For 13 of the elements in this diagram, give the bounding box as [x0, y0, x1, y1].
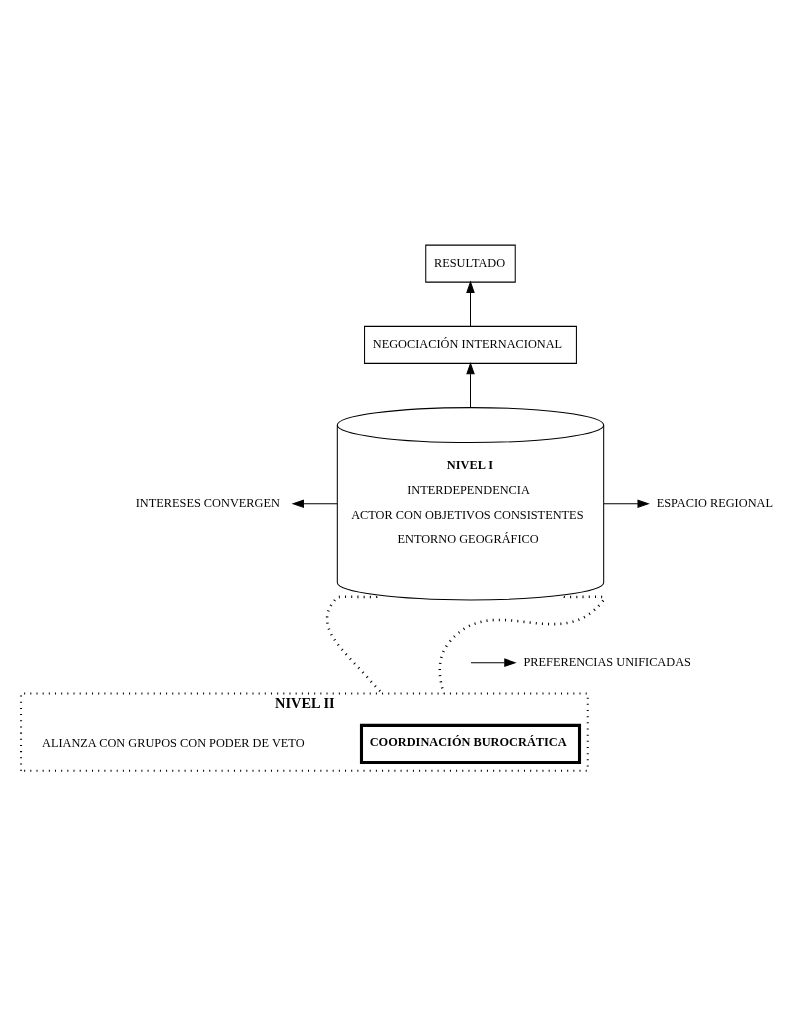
node-text: PREFERENCIAS UNIFICADAS: [523, 654, 691, 669]
node-box: COORDINACIÓN BUROCRÁTICA: [359, 723, 582, 764]
arrow: [291, 498, 338, 508]
arrow: [466, 361, 475, 408]
node-box: RESULTADO: [425, 244, 516, 283]
arrow: [603, 498, 650, 508]
arrow: [466, 280, 475, 327]
connector: [325, 594, 384, 694]
node-box: NEGOCIACIÓN INTERNACIONAL: [364, 325, 577, 364]
arrow: [470, 657, 517, 667]
node-text: INTERESES CONVERGEN: [135, 495, 280, 510]
connector: [438, 594, 606, 694]
node-text: ESPACIO REGIONAL: [656, 495, 773, 510]
